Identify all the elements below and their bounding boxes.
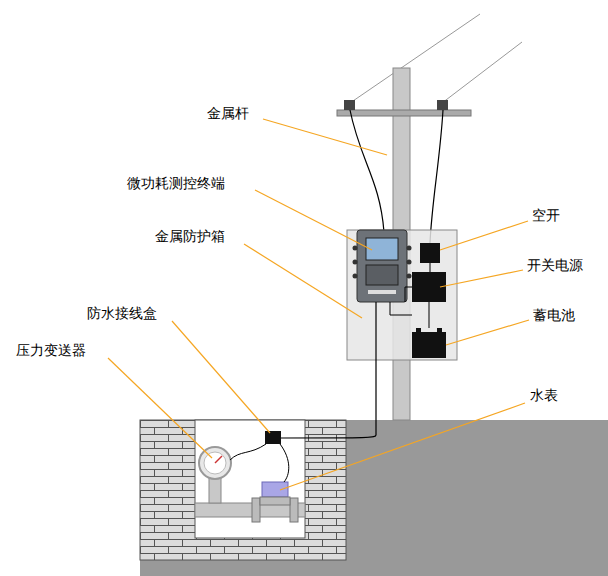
wire bbox=[350, 110, 384, 232]
insulator bbox=[344, 100, 355, 110]
cross-arm bbox=[337, 110, 471, 116]
part-label: 蓄电池 bbox=[531, 306, 577, 324]
power-line bbox=[350, 14, 480, 103]
terminal-keypad bbox=[366, 265, 398, 285]
wire bbox=[429, 302, 430, 328]
part-label: 空开 bbox=[530, 206, 562, 224]
wire bbox=[280, 444, 289, 482]
power-line bbox=[442, 42, 522, 103]
insulator bbox=[437, 100, 448, 110]
wire bbox=[430, 110, 443, 243]
battery bbox=[412, 332, 446, 358]
ground bbox=[140, 420, 608, 576]
signal-cable bbox=[281, 302, 376, 438]
part-label: 金属防护箱 bbox=[153, 227, 227, 245]
wire bbox=[390, 302, 412, 315]
brick-pit bbox=[140, 420, 346, 560]
terminal bbox=[357, 230, 407, 302]
air-switch bbox=[420, 243, 440, 263]
water-meter bbox=[262, 482, 288, 497]
wire bbox=[405, 287, 412, 302]
pressure-gauge bbox=[199, 447, 231, 479]
part-label: 压力变送器 bbox=[14, 341, 88, 359]
part-label: 防水接线盒 bbox=[85, 304, 159, 322]
gauge-stem bbox=[209, 478, 221, 503]
part-label: 微功耗测控终端 bbox=[125, 174, 227, 192]
part-label: 开关电源 bbox=[525, 256, 585, 274]
part-label: 水表 bbox=[528, 386, 560, 404]
wire bbox=[230, 444, 266, 460]
part-label: 金属杆 bbox=[205, 104, 251, 122]
junction-box bbox=[265, 431, 281, 444]
wire bbox=[430, 263, 431, 272]
terminal-plate bbox=[368, 290, 396, 294]
leader-lines bbox=[108, 119, 529, 490]
